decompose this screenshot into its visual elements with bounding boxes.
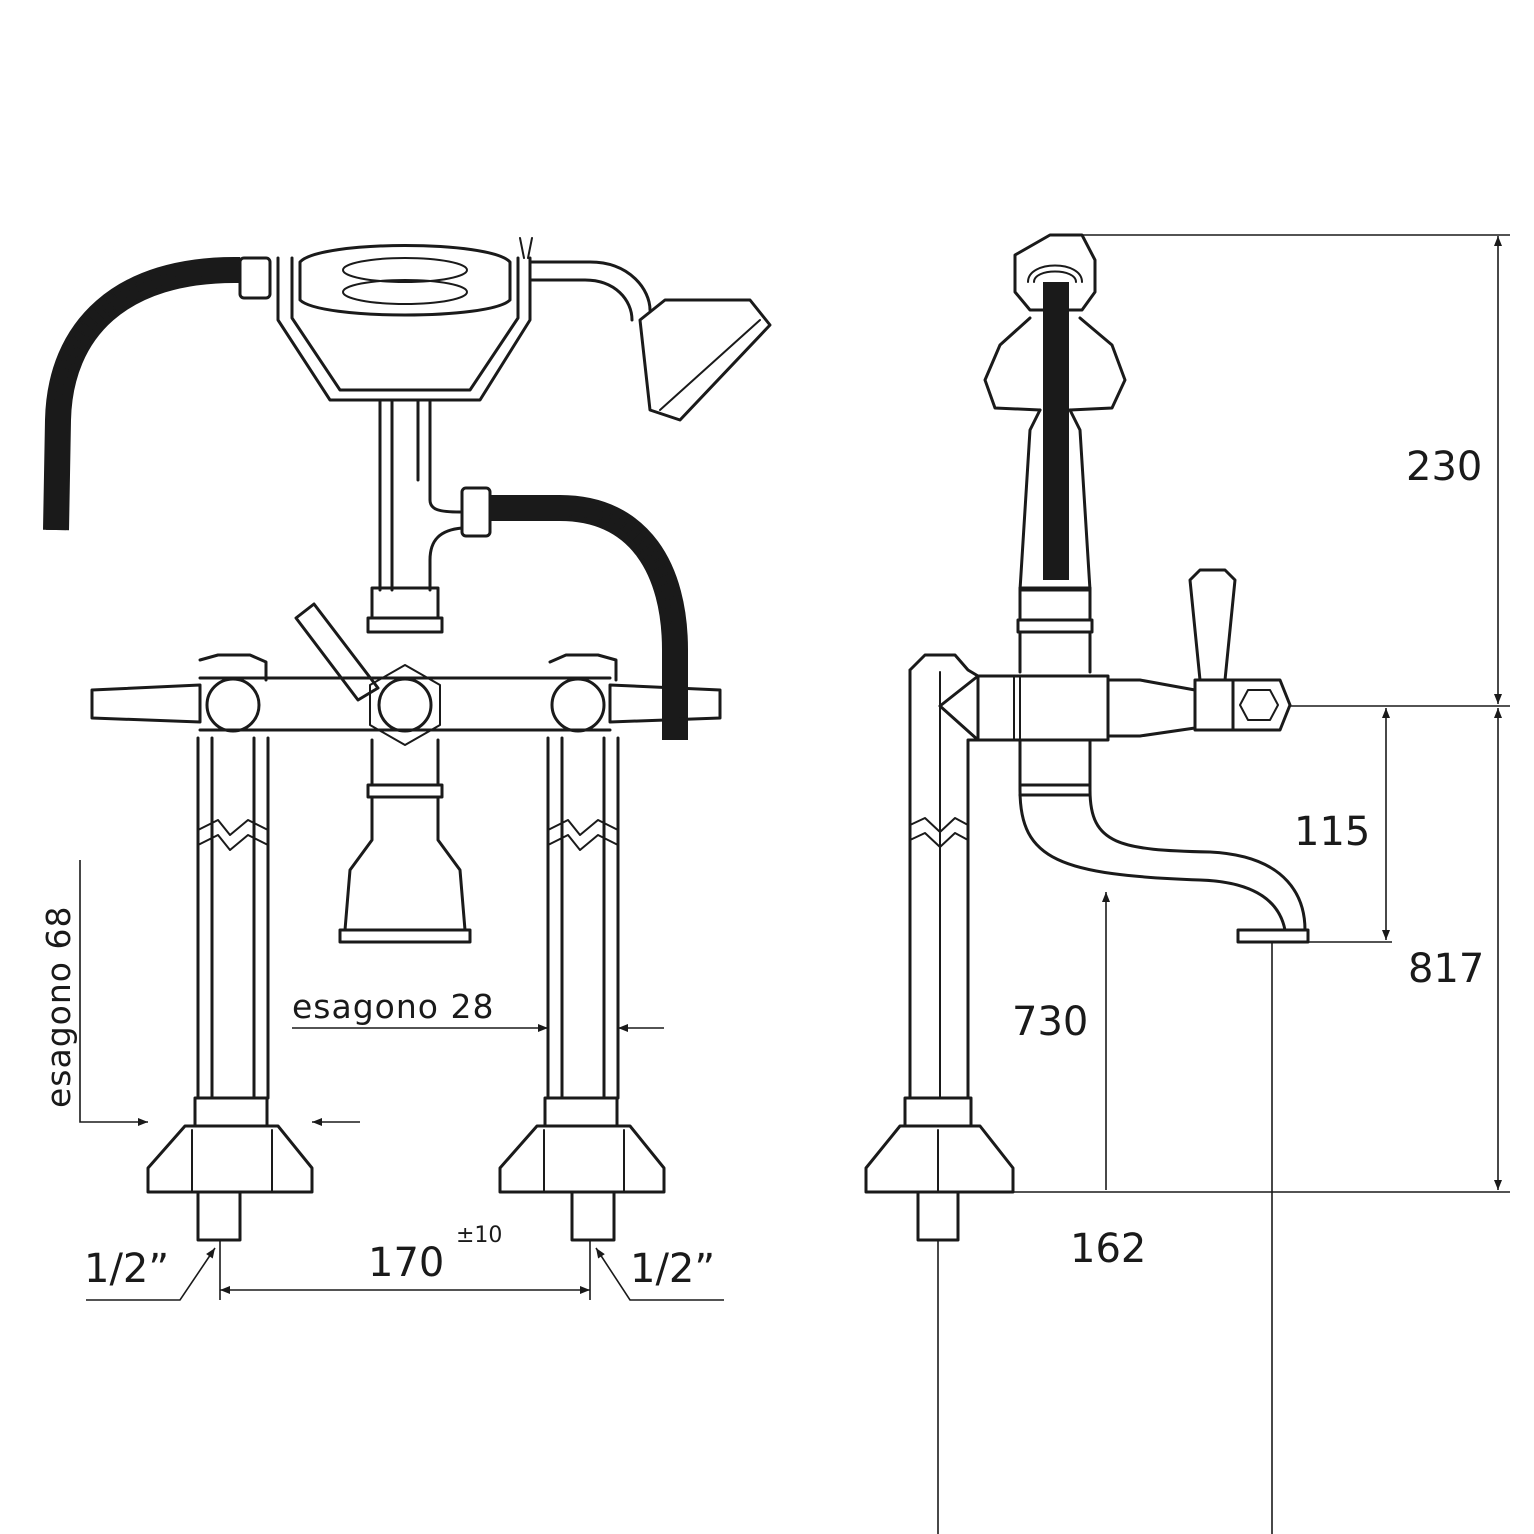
front-left-leg <box>146 736 314 1242</box>
left-valve-cap <box>198 653 268 682</box>
right-connection-pipe <box>570 1190 616 1242</box>
hose-connector-pipe <box>428 478 462 514</box>
front-right-leg <box>498 736 666 1242</box>
front-spout <box>338 738 472 944</box>
diverter-lever[interactable] <box>294 602 380 702</box>
front-right-hose <box>490 495 688 740</box>
left-lever-handle[interactable] <box>90 683 202 724</box>
front-view: esagono 68 esagono 28 1/2” 1/2” 170 ±10 <box>39 237 772 1301</box>
side-view: 230 115 817 730 162 <box>864 233 1510 1534</box>
label-center-tolerance: ±10 <box>456 1223 502 1248</box>
label-height-230: 230 <box>1406 444 1482 490</box>
left-valve-hex <box>205 677 261 733</box>
side-dimension-lines <box>937 234 1510 1534</box>
diverter-column <box>294 586 444 702</box>
label-esagono-28: esagono 28 <box>292 987 494 1026</box>
handshower-cradle <box>276 237 533 592</box>
diverter-pipe <box>428 526 464 592</box>
hose-nut-center <box>460 486 492 538</box>
front-dimension-lines <box>79 860 724 1301</box>
side-lever-handle[interactable] <box>1188 568 1237 682</box>
side-column <box>976 568 1292 742</box>
label-spout-730: 730 <box>1012 999 1088 1045</box>
right-lever-handle[interactable] <box>608 683 722 724</box>
right-valve-hex <box>550 677 606 733</box>
side-hose-hanger <box>1013 233 1097 312</box>
side-handshower <box>983 316 1127 592</box>
hose-nut-left <box>238 256 272 300</box>
label-connection-left: 1/2” <box>84 1246 169 1292</box>
front-left-hose <box>43 256 241 531</box>
left-connection-pipe <box>196 1190 242 1242</box>
center-valve-hex <box>377 677 433 733</box>
label-connection-right: 1/2” <box>630 1246 715 1292</box>
right-valve-cap <box>548 653 618 682</box>
label-total-817: 817 <box>1408 946 1484 992</box>
mixer-body <box>90 653 722 746</box>
label-drop-115: 115 <box>1294 809 1370 855</box>
side-leg <box>864 653 1015 1242</box>
label-projection-162: 162 <box>1070 1226 1146 1272</box>
label-center-distance: 170 <box>368 1240 444 1286</box>
side-spout <box>1018 738 1310 944</box>
handshower-handle <box>298 244 512 317</box>
handshower-head <box>528 260 772 422</box>
label-esagono-68: esagono 68 <box>39 906 78 1108</box>
